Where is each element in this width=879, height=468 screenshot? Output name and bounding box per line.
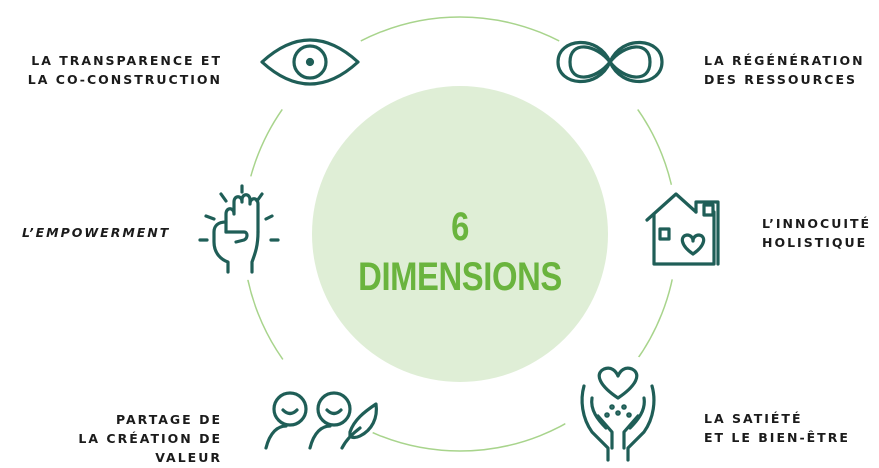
label-regeneration: LA RÉGÉNÉRATION DES RESSOURCES xyxy=(704,51,865,89)
house-heart-icon xyxy=(645,192,720,266)
hands-heart-icon xyxy=(580,366,656,462)
label-line: L’INNOCUITÉ xyxy=(762,216,872,231)
label-value-sharing: PARTAGE DE LA CRÉATION DE VALEUR xyxy=(78,410,222,467)
label-line: DES RESSOURCES xyxy=(704,72,857,87)
eye-icon xyxy=(260,38,360,86)
label-line: LA SATIÉTÉ xyxy=(704,411,803,426)
label-transparency: LA TRANSPARENCE ET LA CO-CONSTRUCTION xyxy=(28,51,222,89)
label-emphasis: EMPOWERMENT xyxy=(35,225,171,240)
label-harmlessness: L’INNOCUITÉ HOLISTIQUE xyxy=(762,214,871,252)
label-line: VALEUR xyxy=(155,450,222,465)
diagram-title: 6 DIMENSIONS xyxy=(358,205,562,299)
center-circle xyxy=(312,86,608,382)
people-leaf-icon xyxy=(264,391,378,450)
label-prefix: L’ xyxy=(22,225,36,240)
label-line: LA CO-CONSTRUCTION xyxy=(27,72,222,87)
label-empowerment: L’EMPOWERMENT xyxy=(22,223,170,242)
raised-fist-icon xyxy=(198,184,280,274)
label-line: LA TRANSPARENCE ET xyxy=(31,53,222,68)
label-line: ET LE BIEN-ÊTRE xyxy=(704,430,850,445)
label-line: LA RÉGÉNÉRATION xyxy=(704,53,865,68)
label-line: PARTAGE DE xyxy=(115,412,222,427)
label-satiety: LA SATIÉTÉ ET LE BIEN-ÊTRE xyxy=(704,409,850,447)
label-line: HOLISTIQUE xyxy=(762,235,868,250)
label-line: LA CRÉATION DE xyxy=(78,431,222,446)
infinity-icon xyxy=(556,40,664,84)
